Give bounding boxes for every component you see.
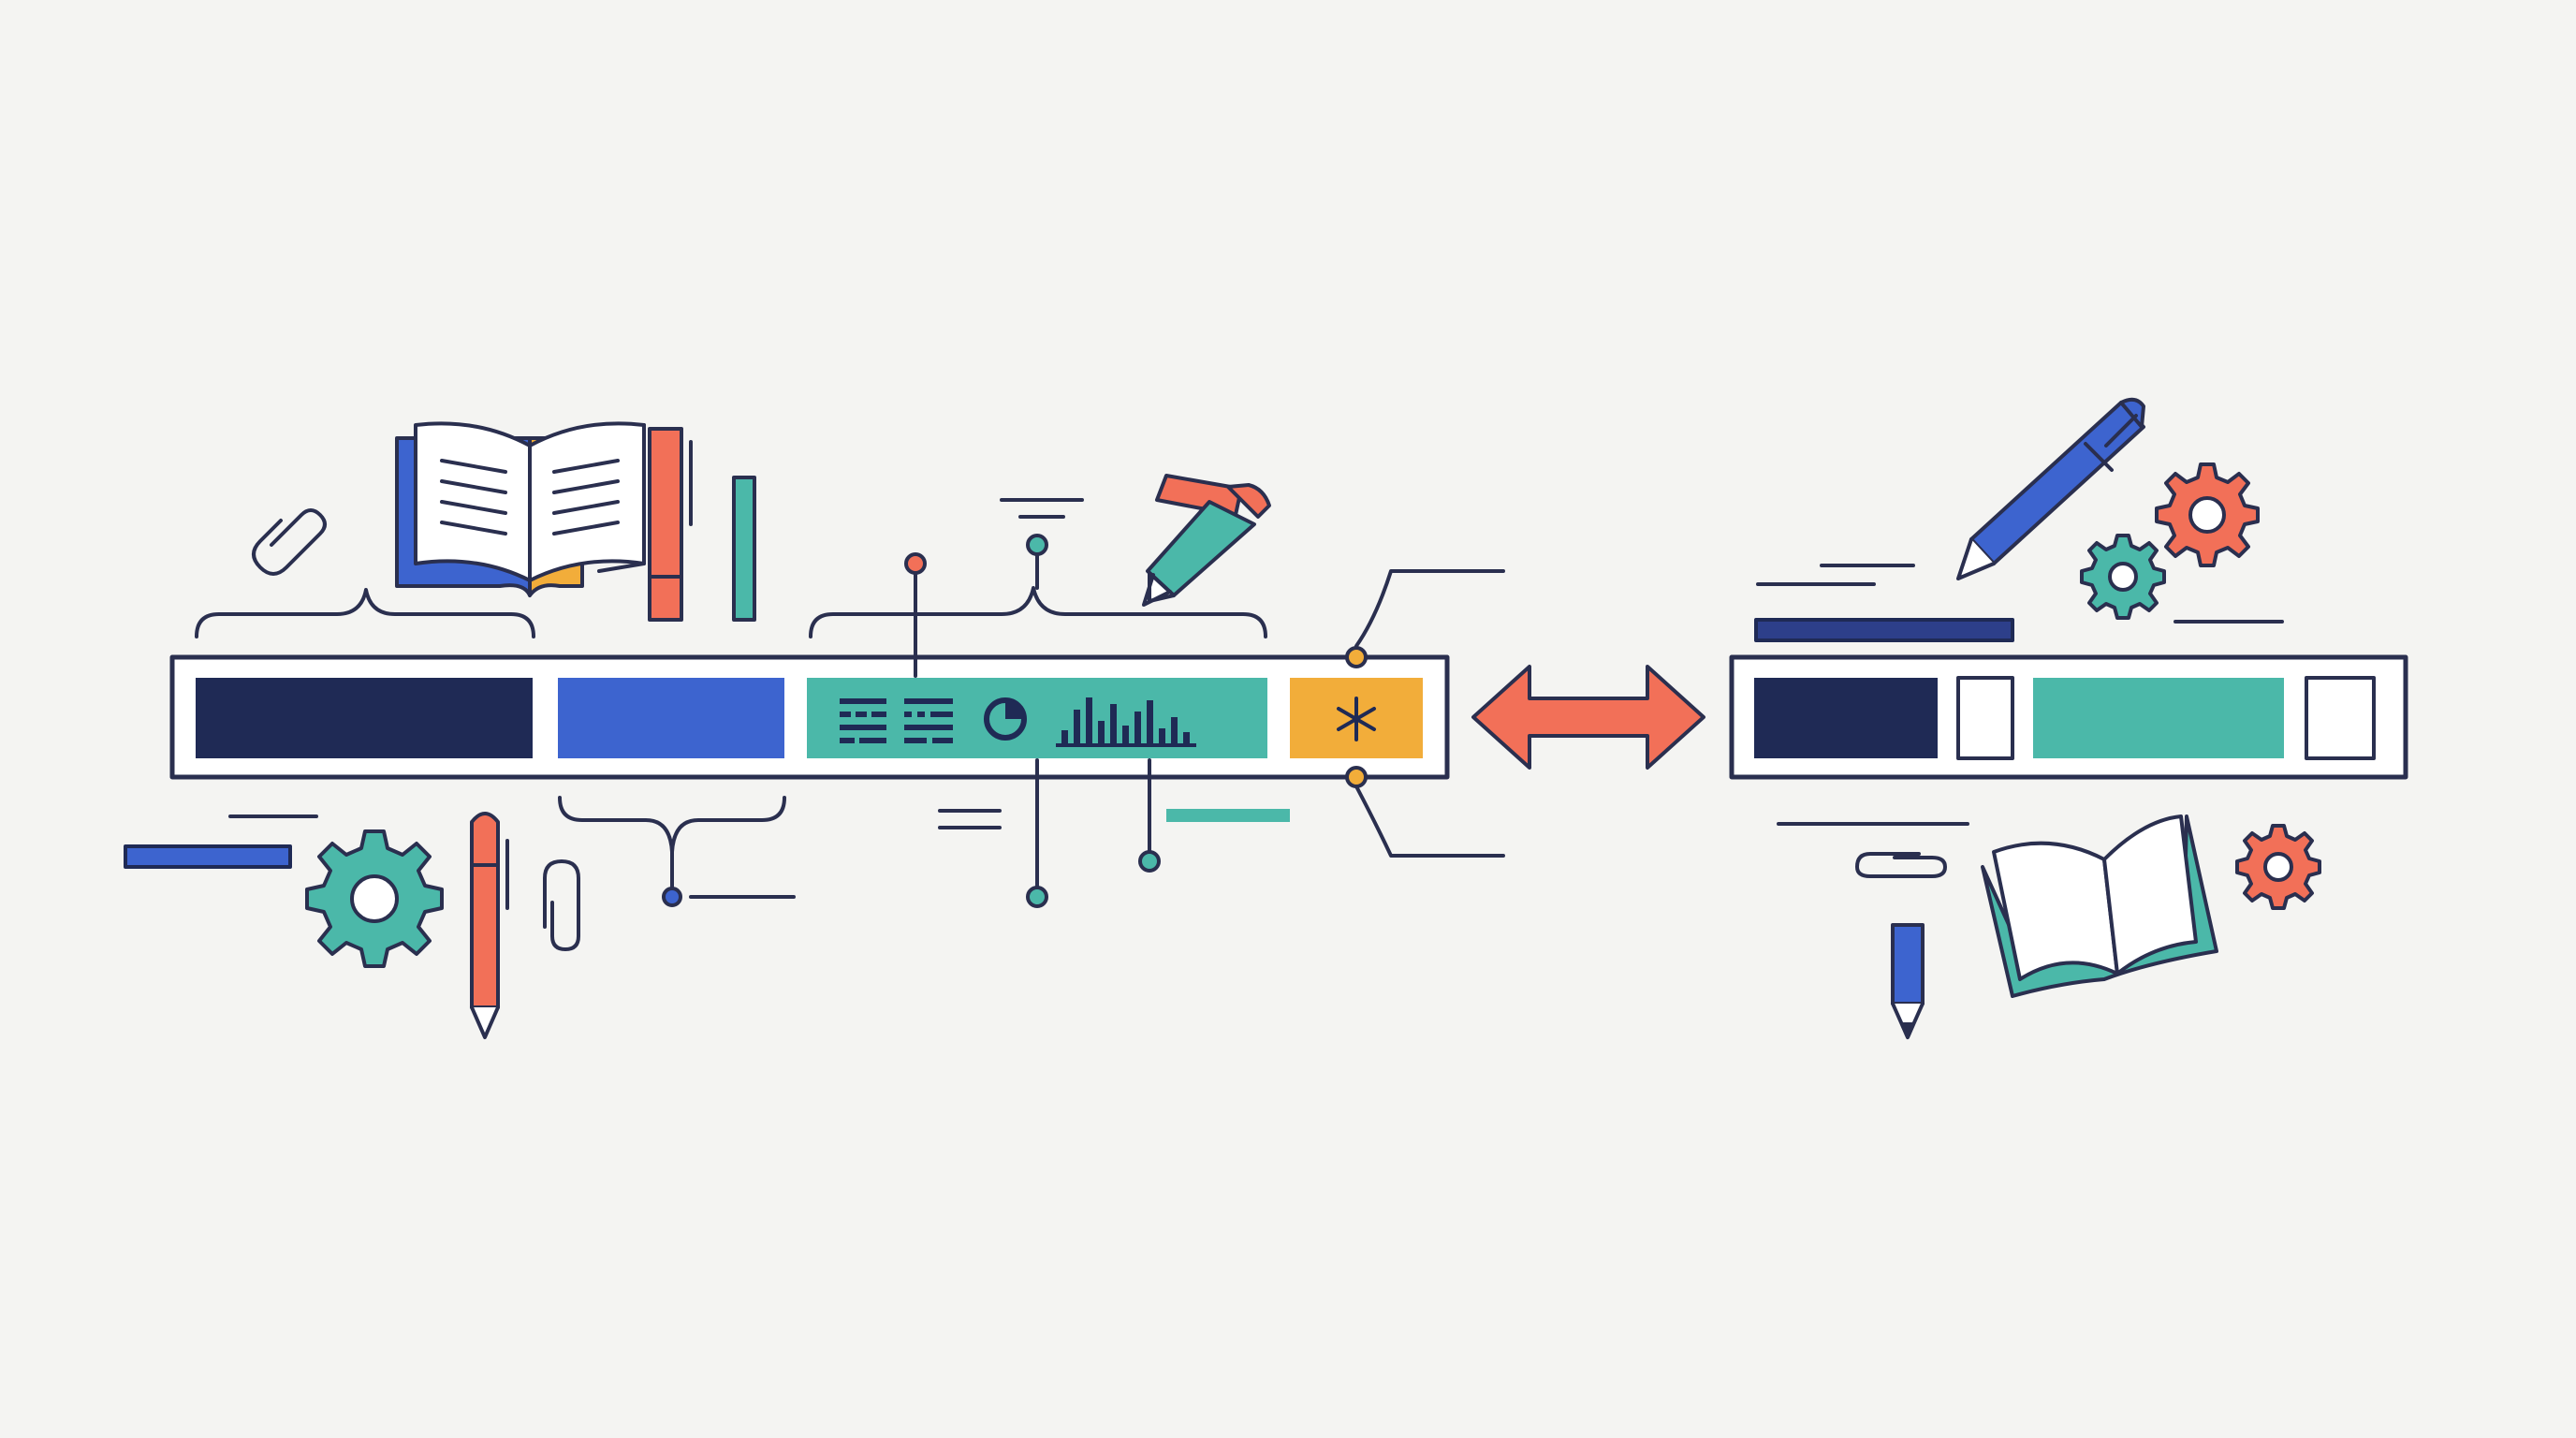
gear-icon xyxy=(2235,824,2321,910)
pen-icon xyxy=(1956,397,2145,580)
pencil-icon xyxy=(1891,923,1925,1039)
right-segmented-bar xyxy=(1729,654,2408,780)
grid-chart-icon xyxy=(840,698,886,743)
grid-chart-icon xyxy=(904,698,953,743)
node-amber-top xyxy=(1345,646,1368,668)
pie-chart-icon xyxy=(984,697,1027,741)
bar-chart-icon xyxy=(1056,697,1196,747)
teal-marker xyxy=(732,476,756,622)
left-segment-blue xyxy=(558,678,784,758)
gear-icon xyxy=(305,829,444,968)
paperclip-icon xyxy=(543,859,580,951)
right-segment-teal xyxy=(2033,678,2284,758)
gear-icon xyxy=(2080,534,2166,620)
right-segment-empty-2 xyxy=(2305,676,2376,760)
double-arrow-icon xyxy=(1471,665,1705,770)
left-segment-navy xyxy=(196,678,533,758)
asterisk-icon xyxy=(1337,697,1376,741)
left-segment-teal xyxy=(807,678,1267,758)
brace-top-middle xyxy=(809,586,1267,638)
gear-icon xyxy=(2155,462,2260,567)
right-segment-navy xyxy=(1754,678,1938,758)
pencil-icon xyxy=(1142,474,1271,607)
open-book-icon xyxy=(395,421,646,597)
pen-icon xyxy=(648,427,693,622)
node-teal xyxy=(1026,534,1048,556)
paperclip-icon xyxy=(252,508,327,576)
brace-bottom-blue xyxy=(558,796,674,899)
node-coral xyxy=(904,552,927,575)
pen-icon xyxy=(470,812,509,1039)
right-segment-empty-1 xyxy=(1956,676,2014,760)
paperclip-icon xyxy=(1855,852,1947,878)
left-segmented-bar xyxy=(169,654,1450,780)
brace-top-left xyxy=(195,588,535,638)
open-book-icon xyxy=(1981,814,2218,998)
node-amber-bottom xyxy=(1345,766,1368,788)
